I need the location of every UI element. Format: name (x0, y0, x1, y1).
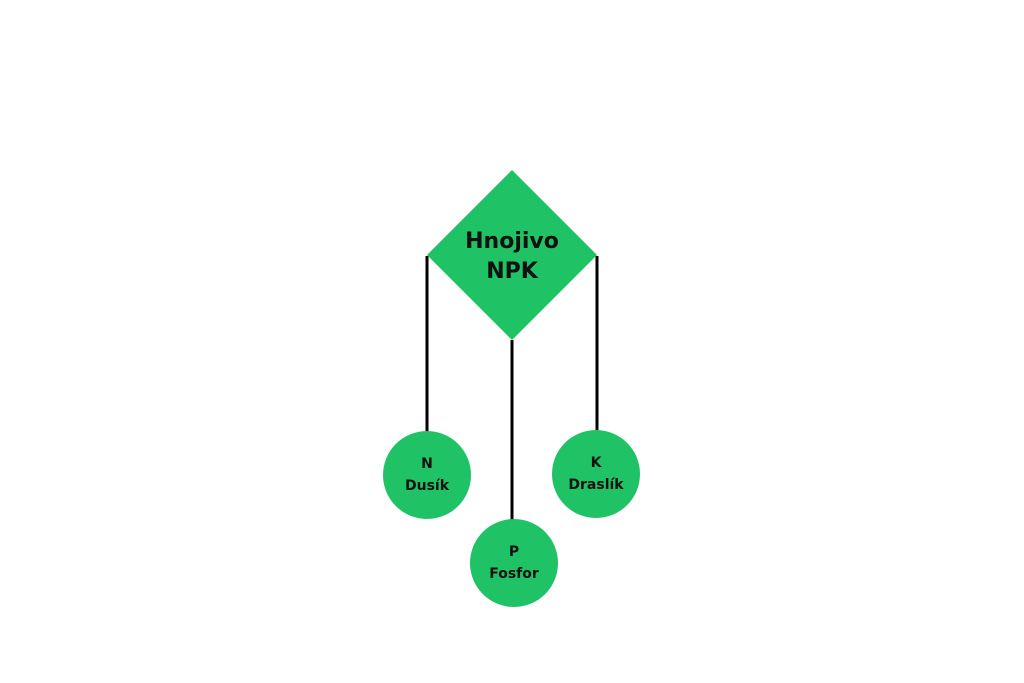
root-label-line1: Hnojivo (465, 229, 559, 254)
node-potassium: K Draslík (552, 430, 640, 518)
root-label-line2: NPK (486, 259, 539, 284)
node-potassium-name: Draslík (568, 477, 624, 493)
node-nitrogen-name: Dusík (405, 478, 450, 494)
root-node: Hnojivo NPK (427, 170, 597, 340)
root-diamond (427, 170, 597, 340)
node-phosphorus: P Fosfor (470, 519, 558, 607)
node-potassium-symbol: K (591, 455, 603, 471)
node-phosphorus-name: Fosfor (489, 566, 539, 582)
node-potassium-circle (552, 430, 640, 518)
node-phosphorus-symbol: P (509, 544, 519, 560)
node-nitrogen: N Dusík (383, 431, 471, 519)
node-nitrogen-circle (383, 431, 471, 519)
node-phosphorus-circle (470, 519, 558, 607)
node-nitrogen-symbol: N (421, 456, 433, 472)
